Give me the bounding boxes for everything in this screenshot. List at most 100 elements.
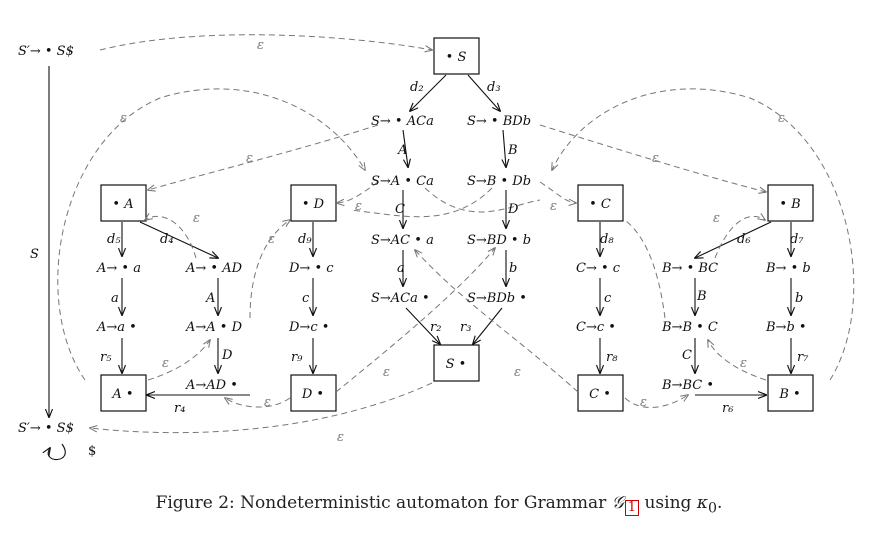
item-b-b-1: B→b • (765, 320, 807, 335)
label-r8: r₈ (606, 350, 618, 365)
label-ad-d: D (221, 348, 233, 363)
label-d4: d₄ (160, 232, 174, 247)
eps-label: ε (355, 199, 362, 214)
eps-label: ε (257, 38, 264, 53)
item-d-c-1: D→c • (288, 320, 329, 335)
eps-label: ε (246, 151, 253, 166)
item-s-aca-1: S→A • Ca (371, 174, 434, 189)
eps-edge-cross-1 (424, 187, 541, 213)
state-box-b (767, 184, 814, 222)
label-d3: d₃ (487, 80, 501, 95)
item-s-bdb-0: S→ • BDb (467, 114, 531, 129)
eps-edge-c-end (624, 395, 688, 408)
label-d-c: c (302, 291, 310, 306)
label-d2: d₂ (410, 80, 424, 95)
item-a-ad-2: A→AD • (185, 378, 238, 393)
label-c-c: c (604, 291, 612, 306)
caption-middle: using (644, 493, 692, 513)
edge-r3 (473, 307, 503, 344)
eps-label: ε (514, 365, 521, 380)
caption-suffix: . (717, 493, 723, 513)
label-aca-c: C (395, 202, 405, 217)
eps-edge-a-loop (57, 88, 365, 381)
item-d-c-0: D→ • c (288, 261, 334, 276)
label-dollar: $ (88, 444, 96, 459)
label-r7: r₇ (797, 350, 809, 365)
edge-dollar-loop (48, 443, 66, 461)
eps-label: ε (268, 232, 275, 247)
edge-d2 (410, 74, 447, 111)
eps-edge-a-end (147, 340, 210, 381)
grammar-symbol: 𝒢 (611, 493, 624, 513)
label-r9: r₉ (291, 350, 303, 365)
eps-label: ε (778, 111, 785, 126)
label-r2: r₂ (430, 320, 441, 335)
box-text-d-end: D • (301, 387, 324, 402)
label-bdb-lower-b: b (509, 261, 517, 276)
edge-r2 (405, 307, 440, 344)
caption-prefix: Figure 2: Nondeterministic automaton for… (155, 493, 607, 513)
box-text-d: • D (302, 197, 325, 212)
eps-edge-bottom (90, 382, 433, 434)
eps-edge-d-end (225, 398, 291, 408)
eps-edge-ad-to-a (145, 216, 197, 259)
edge-d3 (467, 74, 500, 111)
box-text-start-s: • S (446, 50, 467, 65)
eps-edge-aca-to-a (148, 124, 379, 190)
eps-label: ε (652, 151, 659, 166)
item-c-c-0: C→ • c (576, 261, 621, 276)
eps-edge-bdb1-to-c (539, 181, 576, 203)
edge-d6 (695, 221, 772, 258)
item-s-aca-2: S→AC • a (371, 233, 434, 248)
label-d6: d₆ (737, 232, 751, 247)
eps-edge-c-to-aca (415, 250, 579, 393)
grammar-reference-link[interactable]: 1 (624, 500, 640, 516)
label-aca-lower-a: a (397, 261, 405, 276)
item-s-bdb-3: S→BDb • (467, 291, 527, 306)
state-box-a-end (100, 374, 147, 412)
eps-label: ε (550, 199, 557, 214)
label-aca-a: A (397, 143, 407, 158)
box-text-b: • B (779, 197, 800, 212)
label-r4: r₄ (174, 401, 185, 416)
label-d8: d₈ (600, 232, 614, 247)
kappa-subscript: 0 (708, 500, 718, 517)
eps-label: ε (120, 111, 127, 126)
item-a-a-1: A→a • (96, 320, 137, 335)
item-a-ad-0: A→ • AD (185, 261, 243, 276)
box-text-a-end: A • (111, 387, 133, 402)
edge-d4 (139, 221, 218, 258)
kappa-symbol: κ (696, 493, 708, 513)
label-d7: d₇ (790, 232, 804, 247)
figure-caption: Figure 2: Nondeterministic automaton for… (0, 493, 878, 516)
eps-label: ε (640, 395, 647, 410)
label-r6: r₆ (722, 401, 733, 416)
label-bdb-b: B (507, 143, 518, 158)
state-box-end-s (433, 344, 480, 382)
item-b-bc-0: B→ • BC (661, 261, 718, 276)
label-d9: d₉ (298, 232, 312, 247)
eps-edge-bc1-to-c (624, 219, 666, 319)
eps-label: ε (264, 395, 271, 410)
eps-label: ε (713, 211, 720, 226)
state-box-c (577, 184, 624, 222)
state-box-b-end (767, 374, 814, 412)
label-ad-a: A (205, 291, 215, 306)
eps-label: ε (193, 211, 200, 226)
box-text-a: • A (112, 197, 133, 212)
eps-edge-b-end (708, 340, 767, 381)
edge-bdb-b (503, 129, 506, 167)
eps-label: ε (337, 430, 344, 445)
label-bdb-d: D (507, 202, 519, 217)
label-bc-b: B (696, 289, 707, 304)
label-r5: r₅ (100, 350, 112, 365)
box-text-b-end: B • (778, 387, 800, 402)
eps-edge-d-to-bdb (335, 248, 495, 393)
eps-edge-bdb-to-b (539, 124, 766, 192)
item-b-bc-2: B→BC • (661, 378, 714, 393)
eps-edge-ad1-to-d (249, 220, 290, 319)
label-r3: r₃ (460, 320, 471, 335)
eps-edge-cross-2 (349, 187, 493, 218)
item-a-ad-1: A→A • D (185, 320, 243, 335)
